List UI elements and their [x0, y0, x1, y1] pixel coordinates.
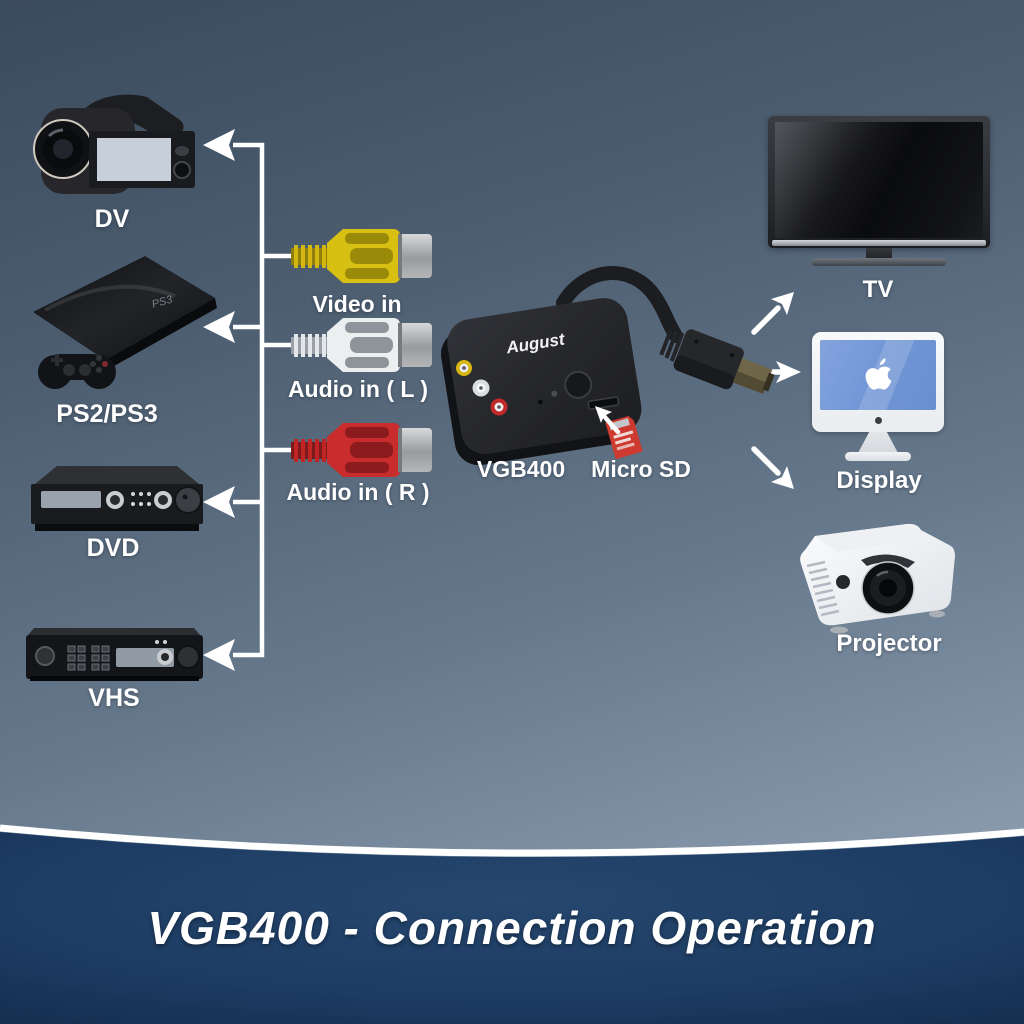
projector-illustration — [800, 523, 955, 634]
label-micro-sd: Micro SD — [591, 456, 691, 482]
imac-screen — [820, 340, 936, 410]
vhs-player-illustration — [26, 628, 203, 681]
imac-camera-dot — [875, 417, 882, 424]
banner-background — [0, 824, 1024, 1024]
banner-title: VGB400 - Connection Operation — [147, 902, 877, 954]
device-button — [564, 370, 593, 399]
banner-curve-line — [0, 824, 1024, 857]
tree-lines — [233, 142, 293, 658]
tv-bottom-strip — [772, 240, 986, 246]
arrow-to-dv — [203, 129, 235, 161]
tv-illustration — [768, 116, 990, 248]
dvd-knob — [174, 486, 202, 514]
arrow-to-tv — [771, 292, 794, 315]
output-arrowheads — [771, 292, 801, 489]
label-tv: TV — [862, 276, 894, 303]
tv-screen — [775, 122, 983, 238]
label-audio-in-l: Audio in ( L ) — [287, 376, 429, 402]
arrow-to-ps — [203, 311, 235, 343]
hdmi-cable — [556, 266, 683, 343]
audio-l-plug-icon — [291, 318, 432, 372]
imac-base — [845, 452, 911, 461]
label-dvd: DVD — [86, 534, 140, 562]
sd-insert-arrow — [595, 406, 621, 435]
label-vhs: VHS — [88, 684, 140, 712]
vgb400-box: August — [440, 298, 642, 466]
label-display: Display — [836, 467, 922, 494]
projector-vents — [806, 560, 840, 617]
imac-display-illustration — [812, 332, 944, 432]
tree-arrowheads — [203, 129, 235, 671]
controller-icon — [38, 354, 116, 389]
sd-slot — [587, 396, 620, 410]
arrow-to-vhs — [203, 639, 235, 671]
device-rca-jacks — [456, 360, 508, 416]
apple-logo-icon — [865, 358, 892, 390]
dvd-player-illustration — [31, 466, 203, 531]
label-dv: DV — [94, 205, 130, 233]
label-projector: Projector — [836, 630, 942, 657]
imac-stand — [858, 432, 898, 453]
arrow-to-projector — [771, 466, 794, 489]
label-audio-in-r: Audio in ( R ) — [286, 479, 430, 505]
dv-camcorder-illustration — [33, 94, 195, 194]
projector-dot — [836, 575, 850, 589]
audio-r-plug-icon — [291, 423, 432, 477]
tv-stand-neck — [866, 248, 892, 259]
video-in-plug-icon — [291, 229, 432, 283]
label-video-in: Video in — [312, 291, 402, 317]
arrow-to-dvd — [203, 486, 235, 518]
hdmi-plug-icon — [659, 329, 775, 394]
label-vgb400: VGB400 — [476, 456, 566, 482]
svg-text:PS3: PS3 — [151, 293, 175, 311]
tv-stand-base — [812, 258, 946, 266]
ps3-illustration: PS3 — [33, 256, 217, 389]
arrow-to-display — [776, 361, 801, 383]
label-ps2-ps3: PS2/PS3 — [56, 400, 158, 428]
